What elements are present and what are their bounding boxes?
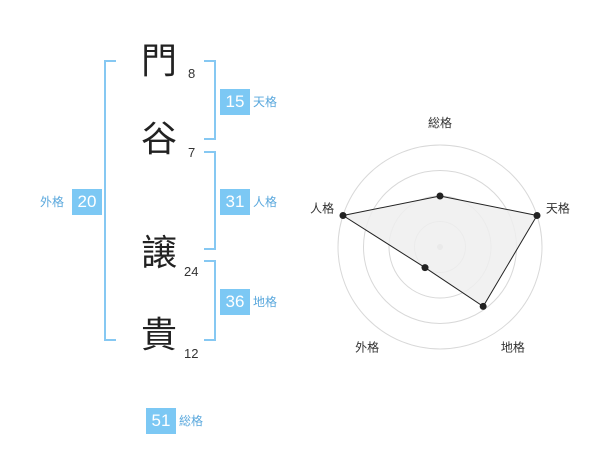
radar-axis-label-1: 総格 [428,115,452,130]
gaikaku-label: 外格 [40,195,65,209]
name-char-1: 門 [141,41,178,82]
radar-point-1 [436,192,444,200]
gaikaku-bracket [104,60,116,341]
name-char-3: 譲 [141,233,178,274]
chikaku-label: 地格 [253,295,278,309]
stroke-count-1: 8 [188,66,196,81]
name-char-2: 谷 [141,119,178,160]
jinkaku-label: 人格 [253,195,278,209]
radar-point-2 [533,211,541,219]
tenkaku-bracket [204,60,216,140]
radar-axis-label-5: 人格 [310,201,334,216]
radar-ring-4 [337,144,543,350]
stroke-count-4: 12 [184,346,199,361]
radar-area-polygon [341,195,538,308]
soukaku-label: 総格 [179,414,204,428]
chikaku-bracket [204,260,216,341]
name-char-4: 貴 [141,315,178,356]
radar-point-5 [339,211,347,219]
radar-point-3 [479,302,487,310]
stroke-count-3: 24 [184,264,199,279]
radar-point-4 [421,264,429,272]
tenkaku-label: 天格 [253,95,278,109]
tenkaku-value: 15 [220,89,250,115]
radar-axis-label-2: 天格 [546,201,570,216]
jinkaku-value: 31 [220,189,250,215]
chikaku-value: 36 [220,289,250,315]
soukaku-value: 51 [146,408,176,434]
jinkaku-bracket [204,151,216,250]
gaikaku-value: 20 [72,189,102,215]
radar-axis-label-4: 外格 [355,339,379,354]
radar-axis-label-3: 地格 [501,339,525,354]
stroke-count-2: 7 [188,145,196,160]
